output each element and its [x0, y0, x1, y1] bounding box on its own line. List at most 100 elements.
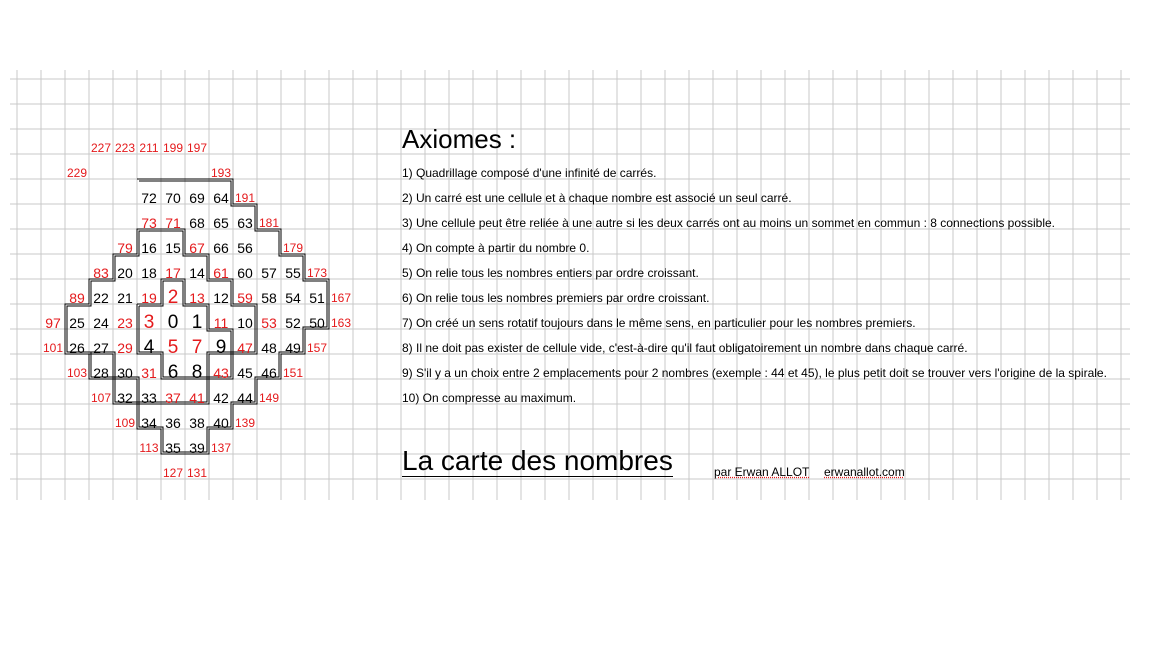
prime-number-cell: 101: [42, 340, 64, 355]
number-cell: 26: [69, 339, 85, 356]
prime-number-cell: 173: [306, 265, 328, 280]
prime-number-cell: 149: [258, 390, 280, 405]
number-cell: 57: [261, 264, 277, 281]
prime-number-cell: 137: [210, 440, 232, 455]
author-credit: par Erwan ALLOT: [714, 465, 809, 479]
number-cell: 15: [165, 239, 181, 256]
axiom-6: 6) On relie tous les nombres premiers pa…: [402, 291, 710, 305]
prime-number-cell: 43: [213, 364, 229, 381]
prime-number-cell: 37: [165, 389, 181, 406]
axioms-title: Axiomes :: [402, 124, 517, 154]
prime-number-cell: 199: [162, 140, 184, 155]
number-cell: 52: [285, 314, 301, 331]
number-cell: 10: [237, 314, 253, 331]
number-cell: 35: [165, 439, 181, 456]
axiom-10: 10) On compresse au maximum.: [402, 391, 577, 405]
number-cell: 28: [93, 364, 109, 381]
number-cell: 40: [213, 414, 229, 431]
prime-number-cell: 151: [282, 365, 304, 380]
number-cell: 48: [261, 339, 277, 356]
number-cell: 12: [213, 289, 229, 306]
number-cell: 55: [285, 264, 301, 281]
spiral-path-inner: [66, 180, 328, 453]
prime-number-cell: 29: [117, 339, 133, 356]
number-cell: 38: [189, 414, 205, 431]
number-cell: 18: [141, 264, 157, 281]
number-cell: 4: [143, 337, 155, 358]
author-name: par Erwan ALLOT: [714, 465, 810, 479]
prime-number-cell: 109: [114, 415, 136, 430]
prime-number-cell: 19: [141, 289, 157, 306]
prime-number-cell: 7: [191, 337, 203, 358]
prime-number-cell: 157: [306, 340, 328, 355]
number-cell: 51: [309, 289, 325, 306]
number-cell: 65: [213, 214, 229, 231]
number-cell: 39: [189, 439, 205, 456]
prime-number-cell: 11: [213, 314, 229, 331]
prime-number-cell: 163: [330, 315, 352, 330]
prime-number-cell: 23: [117, 314, 133, 331]
number-cell: 49: [285, 339, 301, 356]
axiom-3: 3) Une cellule peut être reliée à une au…: [402, 216, 1056, 230]
spiral-path-mid: [89, 228, 258, 405]
number-cell: 44: [237, 389, 253, 406]
number-cell: 50: [309, 314, 325, 331]
axiom-2: 2) Un carré est une cellule et à chaque …: [402, 191, 792, 205]
prime-number-cell: 211: [139, 140, 159, 155]
prime-number-cell: 53: [261, 314, 277, 331]
axiom-9: 9) S'il y a un choix entre 2 emplacement…: [402, 366, 1107, 380]
number-cell: 54: [285, 289, 301, 306]
number-cell: 56: [237, 239, 253, 256]
prime-number-cell: 2: [167, 287, 179, 308]
prime-number-cell: 59: [237, 289, 253, 306]
number-cell: 16: [141, 239, 157, 256]
prime-number-cell: 223: [114, 140, 136, 155]
prime-number-cell: 127: [162, 465, 184, 480]
prime-number-cell: 71: [165, 214, 181, 231]
map-title: La carte des nombres: [402, 445, 673, 477]
prime-number-cell: 97: [45, 314, 61, 331]
number-cell: 60: [237, 264, 253, 281]
number-cell: 30: [117, 364, 133, 381]
number-cell: 0: [167, 312, 179, 333]
axiom-4: 4) On compte à partir du nombre 0.: [402, 241, 590, 255]
number-cell: 68: [189, 214, 205, 231]
number-cell: 8: [191, 362, 203, 383]
prime-number-cell: 83: [93, 264, 109, 281]
number-cell: 69: [189, 189, 205, 206]
number-cell: 14: [189, 264, 205, 281]
spiral-path-mid-inner: [91, 230, 256, 403]
spiral-path-core-inner: [138, 280, 232, 378]
number-cell: 21: [117, 289, 133, 306]
prime-number-cell: 113: [139, 440, 159, 455]
prime-number-cell: 3: [143, 312, 155, 333]
prime-number-cell: 89: [69, 289, 85, 306]
number-cell: 36: [165, 414, 181, 431]
website-link[interactable]: erwanallot.com: [824, 465, 905, 479]
axiom-1: 1) Quadrillage composé d'une infinité de…: [402, 166, 657, 180]
axiom-5: 5) On relie tous les nombres entiers par…: [402, 266, 699, 280]
number-cell: 66: [213, 239, 229, 256]
prime-number-cell: 47: [237, 339, 253, 356]
prime-number-cell: 227: [90, 140, 112, 155]
spiral-path-outer: [64, 178, 330, 455]
prime-number-cell: 131: [186, 465, 208, 480]
prime-number-cell: 61: [213, 264, 229, 281]
number-cell: 72: [141, 189, 157, 206]
prime-number-cell: 191: [234, 190, 256, 205]
prime-number-cell: 193: [210, 165, 232, 180]
number-cell: 20: [117, 264, 133, 281]
prime-number-cell: 17: [165, 264, 181, 281]
prime-number-cell: 5: [167, 337, 179, 358]
axiom-7: 7) On créé un sens rotatif toujours dans…: [402, 316, 916, 330]
number-cell: 24: [93, 314, 109, 331]
number-cell: 33: [141, 389, 157, 406]
number-cell: 34: [141, 414, 157, 431]
prime-number-cell: 79: [117, 239, 133, 256]
prime-number-cell: 139: [234, 415, 256, 430]
number-cell: 63: [237, 214, 253, 231]
prime-number-cell: 31: [141, 364, 157, 381]
prime-number-cell: 73: [141, 214, 157, 231]
